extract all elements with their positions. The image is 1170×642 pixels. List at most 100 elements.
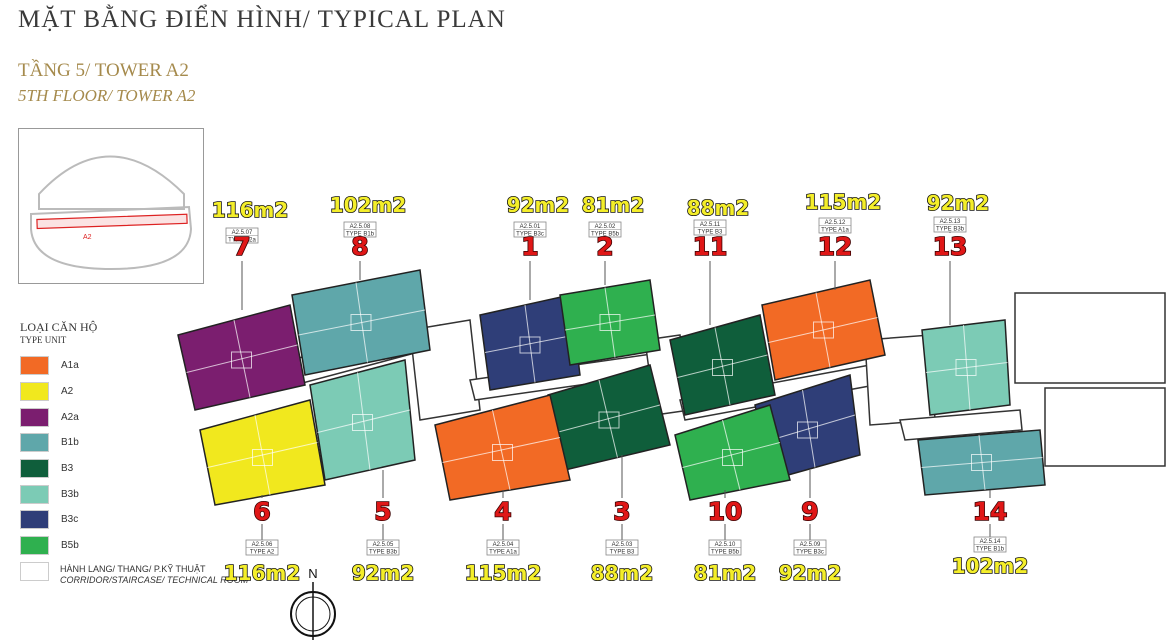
legend-swatch [20, 459, 49, 479]
legend-label: B3b [61, 488, 79, 500]
unit-number: 12 [818, 232, 853, 261]
unit-number: 10 [708, 497, 743, 526]
unit-area: 92m2 [779, 561, 842, 585]
unit-area: 115m2 [465, 561, 542, 585]
legend-swatch [20, 510, 49, 530]
technical-room [1014, 292, 1166, 384]
unit-code: A2.5.09 [800, 542, 821, 548]
floor-title-en: 5TH FLOOR/ TOWER A2 [18, 86, 196, 105]
unit-type: TYPE B1b [976, 547, 1005, 553]
unit-code: A2.5.07 [232, 230, 253, 236]
unit-code: A2.5.12 [825, 220, 846, 226]
technical-room [1044, 387, 1166, 467]
unit-number: 2 [596, 232, 613, 261]
legend-item: B1b [20, 430, 248, 456]
unit-code: A2.5.03 [612, 542, 633, 548]
legend-item: B3b [20, 481, 248, 507]
unit-number: 13 [933, 232, 968, 261]
unit-shape[interactable] [309, 359, 416, 481]
unit-type: TYPE B3c [796, 550, 824, 556]
unit-shape[interactable] [434, 394, 571, 501]
unit-number: 11 [693, 232, 728, 261]
legend-label: A2a [61, 411, 79, 423]
legend-label: B3 [61, 463, 74, 475]
unit-area: 81m2 [694, 561, 757, 585]
floor-title-vi: TẦNG 5/ TOWER A2 [18, 60, 189, 81]
unit-number: 4 [494, 497, 511, 526]
unit-type: TYPE A2 [250, 550, 275, 556]
unit-number: 8 [351, 232, 368, 261]
legend-item: A1a [20, 353, 248, 379]
legend-subtitle: TYPE UNIT [20, 335, 67, 345]
legend-item [20, 559, 248, 585]
unit-number: 9 [801, 497, 818, 526]
legend-label: B1b [61, 437, 79, 449]
legend-swatch [20, 382, 49, 402]
unit-code: A2.5.10 [715, 542, 736, 548]
unit-code: A2.5.05 [373, 542, 394, 548]
page-title: MẶT BẰNG ĐIỂN HÌNH/ TYPICAL PLAN [18, 6, 506, 33]
unit-area: 92m2 [352, 561, 415, 585]
unit-shape[interactable] [674, 404, 791, 501]
unit-number: 5 [374, 497, 391, 526]
unit-area: 102m2 [952, 554, 1029, 578]
legend-swatch [20, 356, 49, 376]
north-compass-icon: N [290, 566, 336, 640]
legend-item: B3 [20, 456, 248, 482]
legend-item: B5b [20, 533, 248, 559]
unit-type: TYPE A1a [489, 550, 517, 556]
unit-area: 92m2 [507, 193, 570, 217]
legend-item: A2a [20, 404, 248, 430]
legend-swatch [20, 433, 49, 453]
unit-type: TYPE B3 [698, 230, 723, 236]
legend-swatch [20, 561, 49, 581]
legend-swatch [20, 536, 49, 556]
unit-code: A2.5.11 [700, 222, 721, 228]
legend-label: A2 [61, 386, 74, 398]
site-key-map: A2 [18, 128, 204, 284]
unit-area: 102m2 [330, 193, 407, 217]
legend-item: B3c [20, 507, 248, 533]
unit-number: 7 [233, 232, 250, 261]
unit-type: TYPE B3b [936, 227, 965, 233]
unit-type: TYPE B3b [369, 550, 398, 556]
unit-type: TYPE B5b [711, 550, 740, 556]
unit-type: TYPE B1b [346, 232, 375, 238]
legend-label: B5b [61, 540, 79, 552]
legend-title: LOẠI CĂN HỘ [20, 320, 98, 334]
corridor [899, 409, 1023, 441]
unit-number: 14 [973, 497, 1008, 526]
legend-label: A1a [61, 360, 79, 372]
unit-area: 92m2 [927, 191, 990, 215]
unit-area: 88m2 [591, 561, 654, 585]
unit-number: 6 [253, 497, 270, 526]
unit-area: 115m2 [805, 190, 882, 214]
unit-area: 88m2 [687, 196, 750, 220]
unit-area: 116m2 [212, 198, 289, 222]
unit-area: 81m2 [582, 193, 645, 217]
unit-number: 1 [521, 232, 538, 261]
legend-swatch [20, 407, 49, 427]
unit-code: A2.5.08 [350, 224, 371, 230]
legend-label: B3c [61, 514, 79, 526]
unit-code: A2.5.01 [520, 224, 541, 230]
unit-number: 3 [613, 497, 630, 526]
unit-code: A2.5.02 [595, 224, 616, 230]
